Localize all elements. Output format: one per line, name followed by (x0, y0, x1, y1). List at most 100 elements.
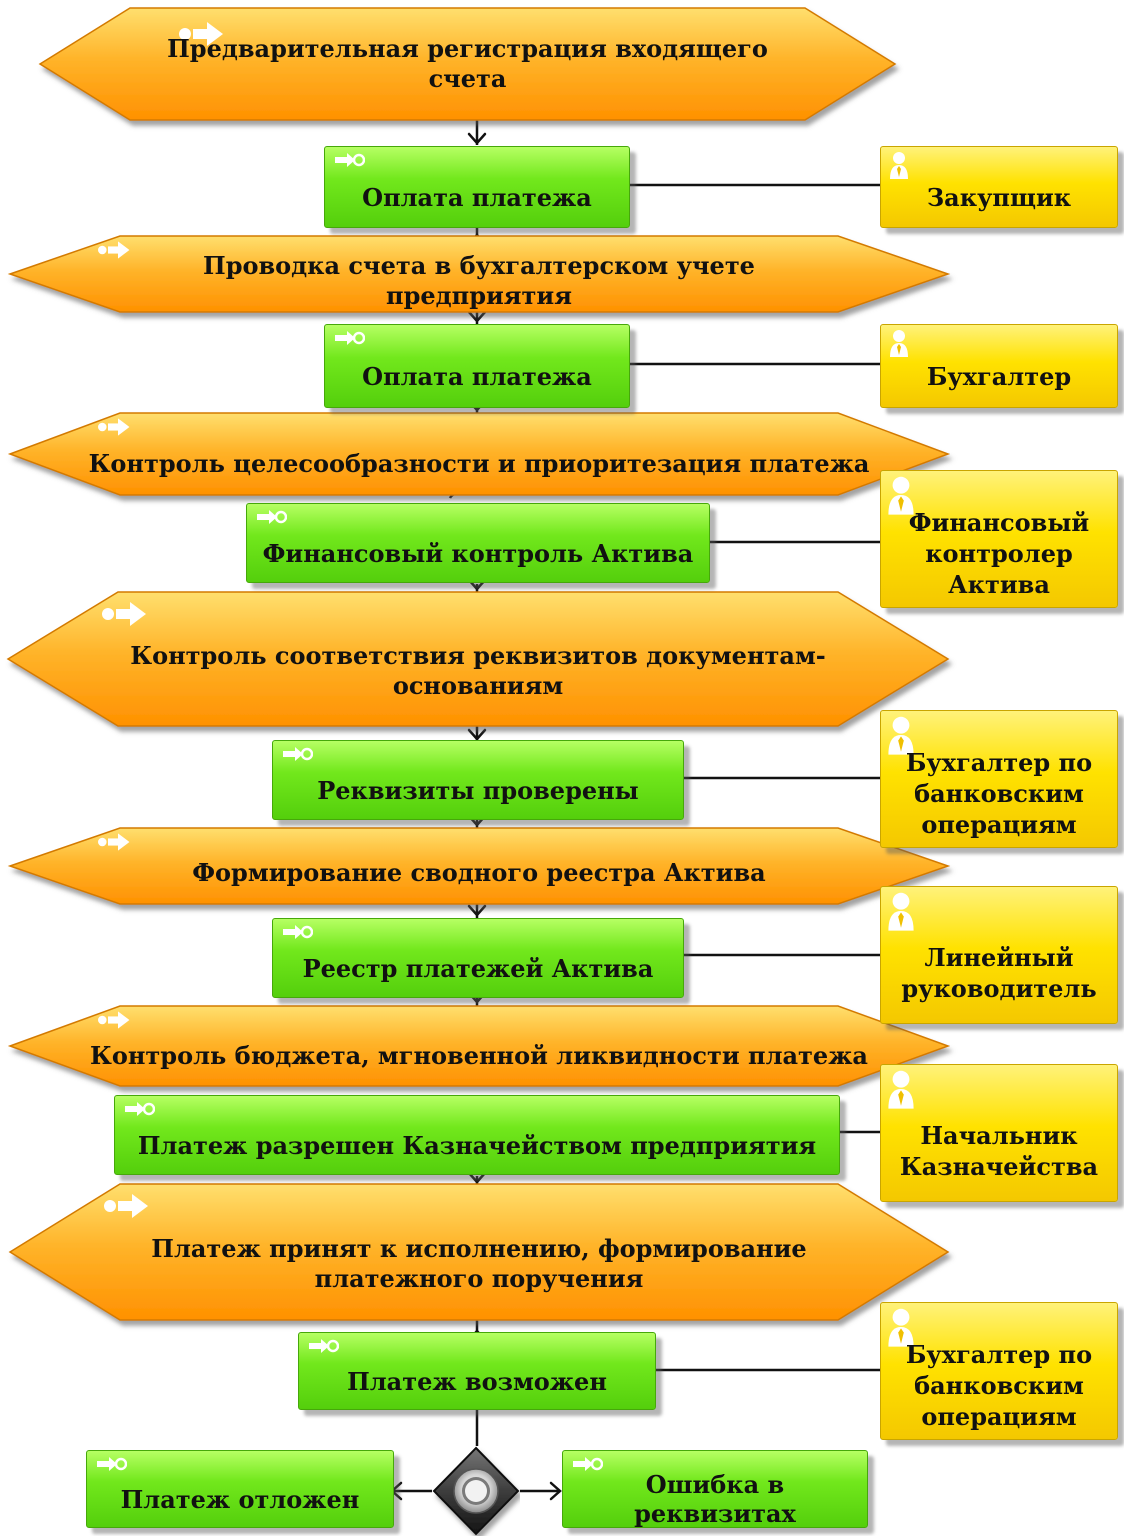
process-arrow-icon (257, 510, 287, 524)
event-ev6[interactable]: Контроль бюджета, мгновенной ликвидности… (7, 1005, 951, 1087)
function-fn5[interactable]: Реестр платежей Актива (272, 918, 684, 998)
role-line: Линейный (924, 943, 1074, 972)
arrow-right-icon (104, 1194, 148, 1218)
person-icon (888, 716, 914, 755)
role-r1[interactable]: Закупщик (880, 146, 1118, 228)
function-label: Реквизиты проверены (317, 775, 639, 805)
event-ev3[interactable]: Контроль целесообразности и приоритезаци… (7, 412, 951, 496)
role-label: Бухгалтер (887, 345, 1111, 407)
role-line: Казначейства (899, 1152, 1099, 1181)
process-arrow-icon (283, 925, 313, 939)
event-line: Формирование сводного реестра Актива (192, 858, 766, 887)
process-arrow-icon (335, 331, 365, 345)
role-line: банковским (914, 1370, 1084, 1400)
event-label: Проводка счета в бухгалтерском учете пре… (120, 250, 838, 312)
event-ev5[interactable]: Формирование сводного реестра Актива (7, 827, 951, 905)
function-label: Финансовый контроль Актива (262, 538, 694, 568)
event-ev1[interactable]: Предварительная регистрация входящего сч… (38, 7, 897, 121)
role-line: руководитель (901, 974, 1097, 1003)
event-line: Проводка счета в бухгалтерском учете пре… (203, 251, 755, 310)
role-r2[interactable]: Бухгалтер (880, 324, 1118, 408)
arrowhead (467, 1171, 487, 1184)
role-line: Бухгалтер (926, 361, 1072, 391)
arrow-right-icon (102, 602, 146, 626)
arrow-right-icon (98, 241, 130, 259)
person-icon (888, 1308, 914, 1347)
arrow-right-icon (98, 418, 130, 436)
function-label: Реестр платежей Актива (302, 953, 654, 983)
event-line: Предварительная регистрация входящего сч… (167, 34, 768, 93)
event-ev7[interactable]: Платеж принят к исполнению, формирование… (8, 1183, 950, 1321)
role-label: Закупщик (887, 167, 1111, 227)
function-fn9[interactable]: Ошибка в реквизитах (562, 1450, 868, 1528)
event-label: Контроль бюджета, мгновенной ликвидности… (70, 1026, 888, 1086)
process-arrow-icon (283, 747, 313, 761)
function-fn4[interactable]: Реквизиты проверены (272, 740, 684, 820)
event-label: Контроль целесообразности и приоритезаци… (70, 433, 888, 495)
arrow-right-icon (98, 1011, 130, 1029)
person-icon (888, 892, 914, 931)
role-line: операциям (921, 1401, 1077, 1431)
arrowhead (467, 132, 487, 145)
function-fn6[interactable]: Платеж разрешен Казначейством предприяти… (114, 1095, 840, 1175)
process-arrow-icon (125, 1102, 155, 1116)
person-icon (890, 152, 908, 179)
process-arrow-icon (97, 1457, 127, 1471)
function-label: Оплата платежа (362, 361, 592, 391)
event-label: Платеж принят к исполнению, формирование… (120, 1208, 838, 1320)
arrowhead (467, 578, 487, 591)
person-icon (888, 476, 914, 515)
event-line: Контроль соответствия реквизитов докумен… (130, 641, 826, 670)
process-arrow-icon (309, 1339, 339, 1353)
role-line: Финансовый (908, 507, 1090, 537)
event-line: основаниям (392, 671, 564, 700)
role-line: банковским (914, 778, 1084, 808)
event-line: Контроль бюджета, мгновенной ликвидности… (90, 1041, 868, 1070)
function-label: Платеж возможен (347, 1366, 607, 1396)
arrowhead (467, 310, 487, 323)
function-fn3[interactable]: Финансовый контроль Актива (246, 503, 710, 583)
person-icon (890, 330, 908, 357)
arrowhead (467, 904, 487, 917)
event-label: Формирование сводного реестра Актива (120, 842, 838, 904)
arrow-right-icon (179, 22, 223, 46)
event-ev4[interactable]: Контроль соответствия реквизитов докумен… (6, 591, 950, 727)
role-line: контролер (925, 538, 1073, 568)
role-line: Бухгалтер по (905, 747, 1093, 777)
arrow-right-icon (98, 833, 130, 851)
function-fn2[interactable]: Оплата платежа (324, 324, 630, 408)
event-line: Контроль целесообразности и приоритезаци… (88, 449, 870, 478)
person-icon (888, 1070, 914, 1109)
function-fn8[interactable]: Платеж отложен (86, 1450, 394, 1528)
process-arrow-icon (335, 153, 365, 167)
arrowhead (467, 728, 487, 741)
event-ev2[interactable]: Проводка счета в бухгалтерском учете пре… (7, 235, 951, 313)
xor-gateway-icon[interactable] (432, 1446, 520, 1536)
event-line: Платеж принят к исполнению, формирование (151, 1234, 807, 1263)
function-fn1[interactable]: Оплата платежа (324, 146, 630, 228)
role-line: Начальник (920, 1121, 1078, 1150)
role-line: Закупщик (926, 182, 1072, 212)
arrowhead (549, 1481, 562, 1501)
event-label: Контроль соответствия реквизитов докумен… (118, 616, 838, 726)
function-fn7[interactable]: Платеж возможен (298, 1332, 656, 1410)
function-label: Платеж разрешен Казначейством предприяти… (137, 1130, 817, 1160)
function-label: Оплата платежа (362, 182, 592, 212)
process-arrow-icon (573, 1457, 603, 1471)
role-line: Бухгалтер по (905, 1339, 1093, 1369)
event-line: платежного поручения (314, 1264, 644, 1293)
role-line: операциям (921, 809, 1077, 839)
event-label: Предварительная регистрация входящего сч… (150, 8, 785, 120)
